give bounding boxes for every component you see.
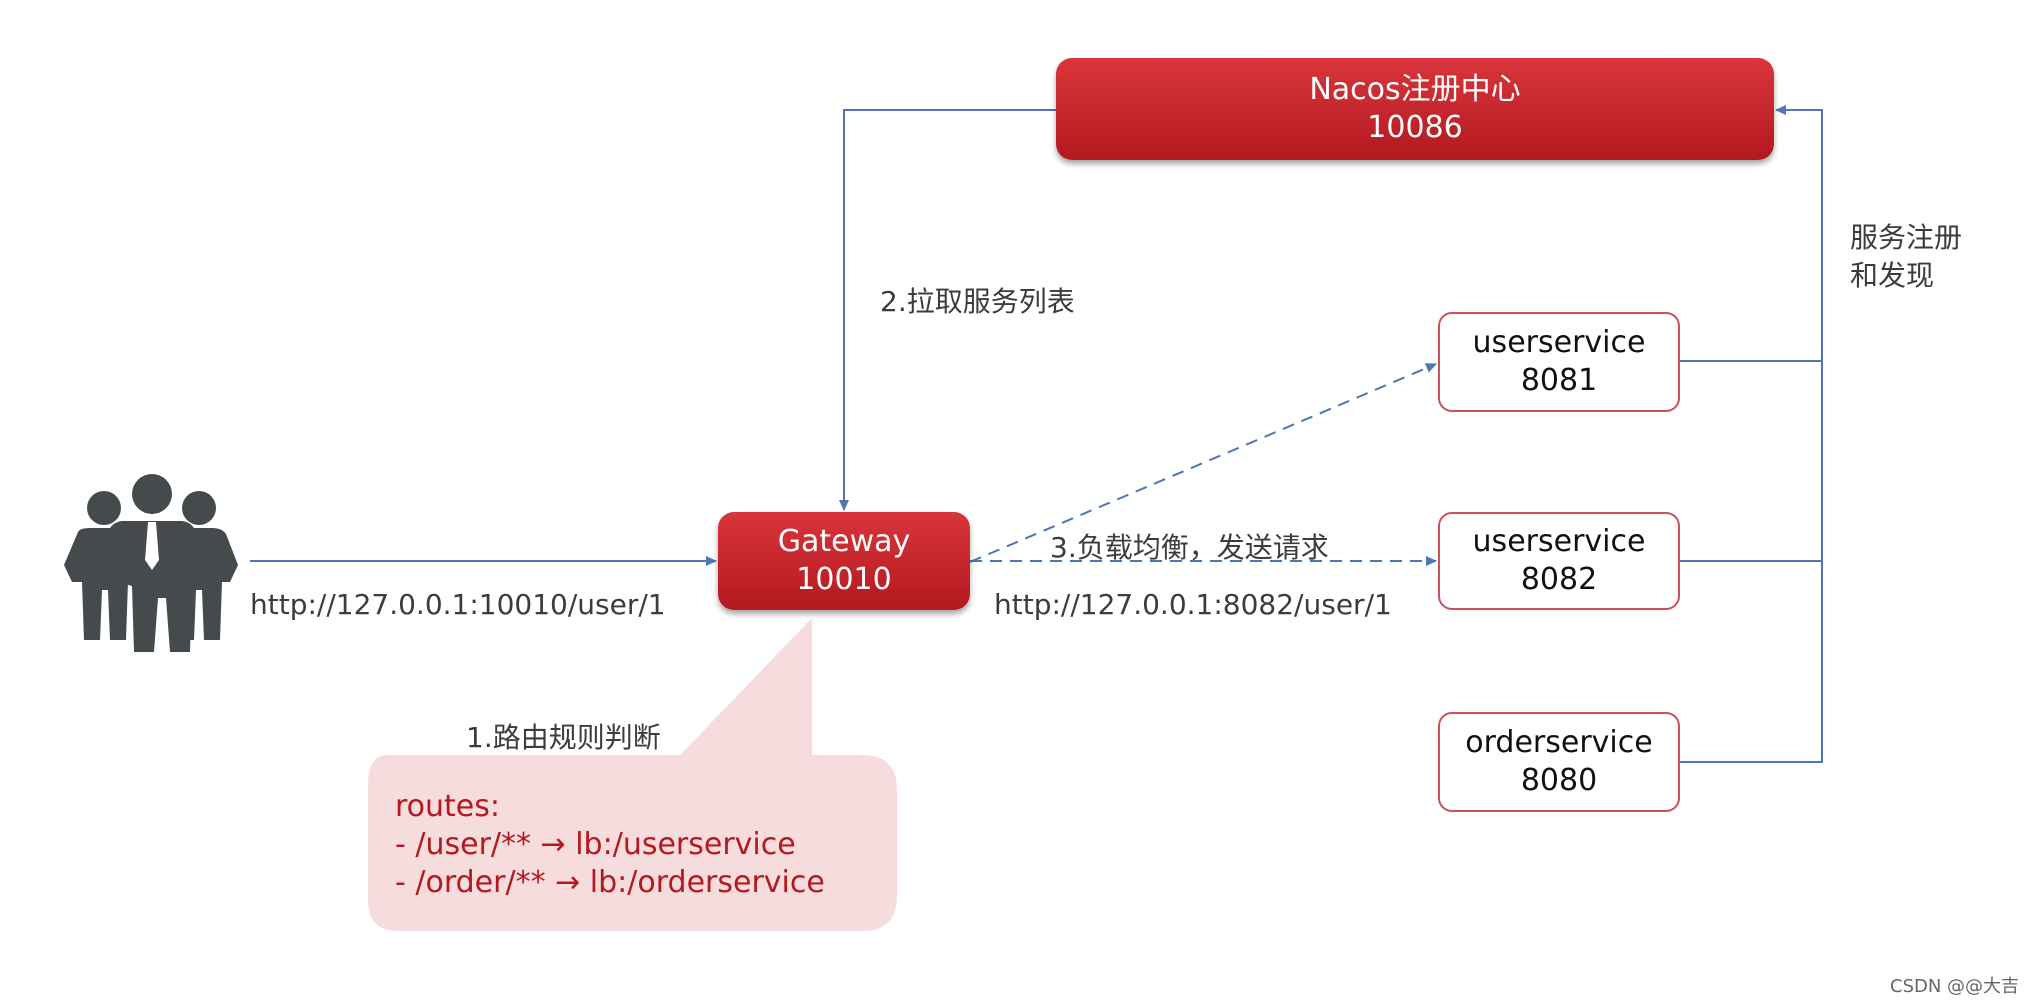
nacos-to-gateway-arrow bbox=[839, 109, 1056, 511]
route-judge-label: 1.路由规则判断 bbox=[466, 721, 661, 754]
gateway-box: Gateway 10010 bbox=[718, 512, 970, 610]
load-balance-label: 3.负载均衡，发送请求 bbox=[1050, 531, 1329, 564]
userservice-8081-box: userservice 8081 bbox=[1438, 312, 1680, 412]
client-url-label: http://127.0.0.1:10010/user/1 bbox=[250, 588, 666, 621]
nacos-name: Nacos注册中心 bbox=[1309, 72, 1521, 107]
service-port: 8080 bbox=[1520, 763, 1598, 798]
service-name: orderservice bbox=[1465, 725, 1653, 760]
service-name: userservice bbox=[1472, 325, 1646, 360]
service-name: userservice bbox=[1472, 524, 1646, 559]
routes-title: routes: bbox=[395, 789, 500, 824]
gateway-name: Gateway bbox=[777, 524, 911, 559]
register-discovery-label-line2: 和发现 bbox=[1850, 259, 1935, 292]
gateway-port: 10010 bbox=[796, 562, 892, 597]
gateway-to-userservice-8081-arrow bbox=[969, 363, 1437, 563]
users-icon bbox=[64, 474, 238, 652]
routes-callout-bubble bbox=[368, 618, 897, 931]
orderservice-8080-box: orderservice 8080 bbox=[1438, 712, 1680, 812]
registration-bus-line bbox=[1680, 105, 1823, 763]
routes-user-rule: - /user/** → lb:/userservice bbox=[395, 827, 796, 862]
nacos-registry-box: Nacos注册中心 10086 bbox=[1056, 58, 1774, 160]
register-discovery-label-line1: 服务注册 bbox=[1850, 221, 1963, 254]
service-port: 8082 bbox=[1520, 562, 1598, 597]
userservice-8082-box: userservice 8082 bbox=[1438, 512, 1680, 610]
service-port: 8081 bbox=[1520, 363, 1598, 398]
service-url-label: http://127.0.0.1:8082/user/1 bbox=[994, 588, 1392, 621]
routes-order-rule: - /order/** → lb:/orderservice bbox=[395, 865, 825, 900]
pull-service-list-label: 2.拉取服务列表 bbox=[880, 285, 1075, 318]
watermark: CSDN @@大吉 bbox=[1890, 976, 2020, 997]
nacos-port: 10086 bbox=[1367, 110, 1463, 145]
